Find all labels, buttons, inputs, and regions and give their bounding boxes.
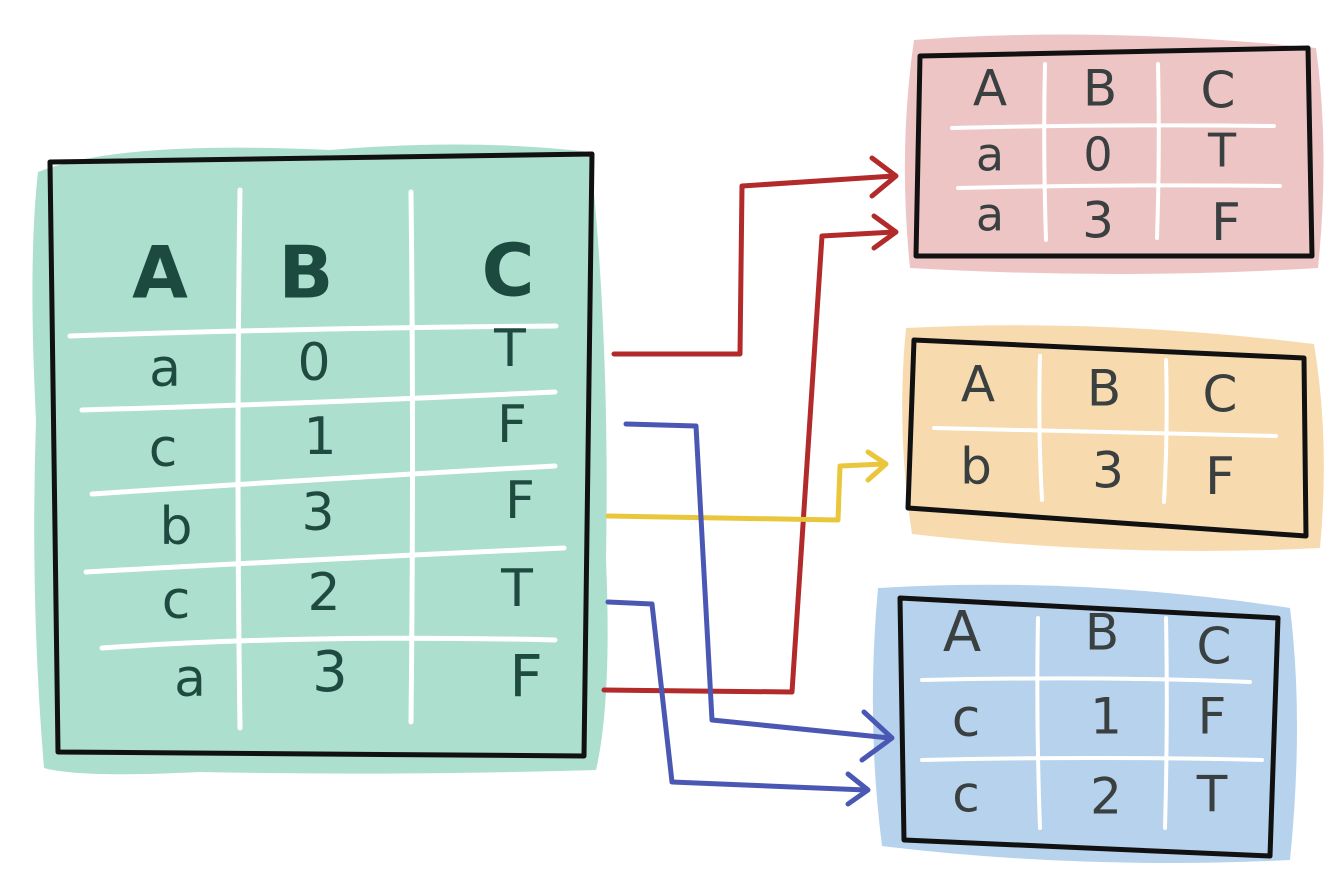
group-c-cell-r1-c: F xyxy=(1198,688,1227,746)
group-a-cell-r2-c: F xyxy=(1211,193,1241,253)
source-header-a: A xyxy=(132,231,188,315)
group-table-b: A B C b 3 F xyxy=(902,325,1324,551)
group-b-cell-r1-b: 3 xyxy=(1092,442,1124,500)
group-a-cell-r1-a: a xyxy=(976,128,1004,182)
source-cell-r5-b: 3 xyxy=(312,640,348,705)
source-header-b: B xyxy=(279,231,334,315)
group-a-border xyxy=(913,45,1315,259)
group-b-header-a: A xyxy=(961,356,995,414)
group-a-header-divider xyxy=(950,123,1276,130)
source-cell-r1-b: 0 xyxy=(297,333,330,393)
source-cell-r4-b: 2 xyxy=(307,563,340,623)
group-c-cell-r1-b: 1 xyxy=(1090,688,1122,746)
group-table-a: A B C a 0 T a 3 F xyxy=(904,34,1324,274)
source-header-divider xyxy=(67,323,559,339)
group-b-header-divider xyxy=(932,426,1278,438)
arrow-row5-to-group-a xyxy=(601,213,899,695)
group-c-cell-r2-a: c xyxy=(952,766,980,824)
group-b-grid xyxy=(932,354,1278,504)
source-cell-r2-b: 1 xyxy=(303,407,336,467)
source-cell-r5-c: F xyxy=(509,642,542,710)
arrow-row2-to-group-c xyxy=(623,421,895,763)
group-c-col-divider-1 xyxy=(1035,616,1042,830)
source-col-divider-2 xyxy=(408,189,415,725)
group-a-header-b: B xyxy=(1083,60,1117,118)
group-a-row-divider-1 xyxy=(956,183,1282,190)
source-cell-r3-b: 3 xyxy=(301,483,334,543)
source-table: A B C a 0 T c 1 F b 3 F c 2 T a 3 F xyxy=(32,144,608,775)
group-a-col-divider-1 xyxy=(1042,62,1048,242)
group-c-wash xyxy=(872,584,1297,863)
source-row-divider-4 xyxy=(99,635,558,651)
source-row-divider-1 xyxy=(79,389,558,413)
source-cell-r1-a: a xyxy=(149,339,181,399)
group-c-header-c: C xyxy=(1197,618,1232,676)
group-c-cell-r2-c: T xyxy=(1196,766,1228,824)
group-a-cell-r1-c: T xyxy=(1207,124,1237,178)
group-b-border xyxy=(905,337,1309,539)
group-b-cell-r1-a: b xyxy=(960,438,992,496)
source-cell-r3-a: b xyxy=(159,497,192,557)
source-cell-r5-a: a xyxy=(174,649,206,709)
source-row-divider-2 xyxy=(89,463,558,497)
group-c-grid xyxy=(920,616,1264,830)
arrow-row1-to-group-a xyxy=(611,155,899,357)
source-row-divider-3 xyxy=(83,545,567,575)
source-table-wash xyxy=(32,144,608,775)
group-b-header-c: C xyxy=(1203,366,1238,424)
group-c-col-divider-2 xyxy=(1163,616,1169,830)
group-c-header-b: B xyxy=(1085,604,1119,662)
group-table-c: A B C c 1 F c 2 T xyxy=(872,584,1297,863)
group-c-header-a: A xyxy=(943,600,981,665)
source-cell-r4-a: c xyxy=(162,571,191,631)
source-cell-r2-c: F xyxy=(497,395,527,455)
group-a-col-divider-2 xyxy=(1155,62,1161,240)
group-a-cell-r2-a: a xyxy=(976,188,1004,242)
group-a-header-c: C xyxy=(1201,62,1236,120)
arrow-row4-to-group-c xyxy=(605,599,871,807)
source-cell-r2-a: c xyxy=(149,419,178,479)
source-cell-r4-c: T xyxy=(500,559,533,619)
group-c-header-divider xyxy=(920,676,1252,684)
group-a-cell-r2-b: 3 xyxy=(1082,192,1114,250)
group-a-cell-r1-b: 0 xyxy=(1083,128,1112,182)
group-b-col-divider-2 xyxy=(1162,358,1169,504)
group-a-header-a: A xyxy=(973,60,1007,118)
group-c-border xyxy=(897,595,1281,859)
source-cell-r3-c: F xyxy=(505,471,535,531)
group-c-cell-r1-a: c xyxy=(952,689,981,749)
source-header-c: C xyxy=(482,229,535,313)
source-cell-r1-c: T xyxy=(493,319,526,379)
group-c-row-divider-1 xyxy=(920,756,1264,762)
group-a-wash xyxy=(904,34,1324,274)
group-a-grid xyxy=(950,62,1282,242)
group-b-wash xyxy=(902,325,1324,551)
source-col-divider-1 xyxy=(235,187,243,731)
source-table-border xyxy=(47,151,595,759)
source-grid xyxy=(67,187,567,731)
group-b-cell-r1-c: F xyxy=(1205,447,1235,507)
arrows xyxy=(601,155,899,807)
group-b-header-b: B xyxy=(1087,360,1121,418)
arrow-row3-to-group-b xyxy=(605,449,889,523)
group-c-cell-r2-b: 2 xyxy=(1090,768,1122,826)
